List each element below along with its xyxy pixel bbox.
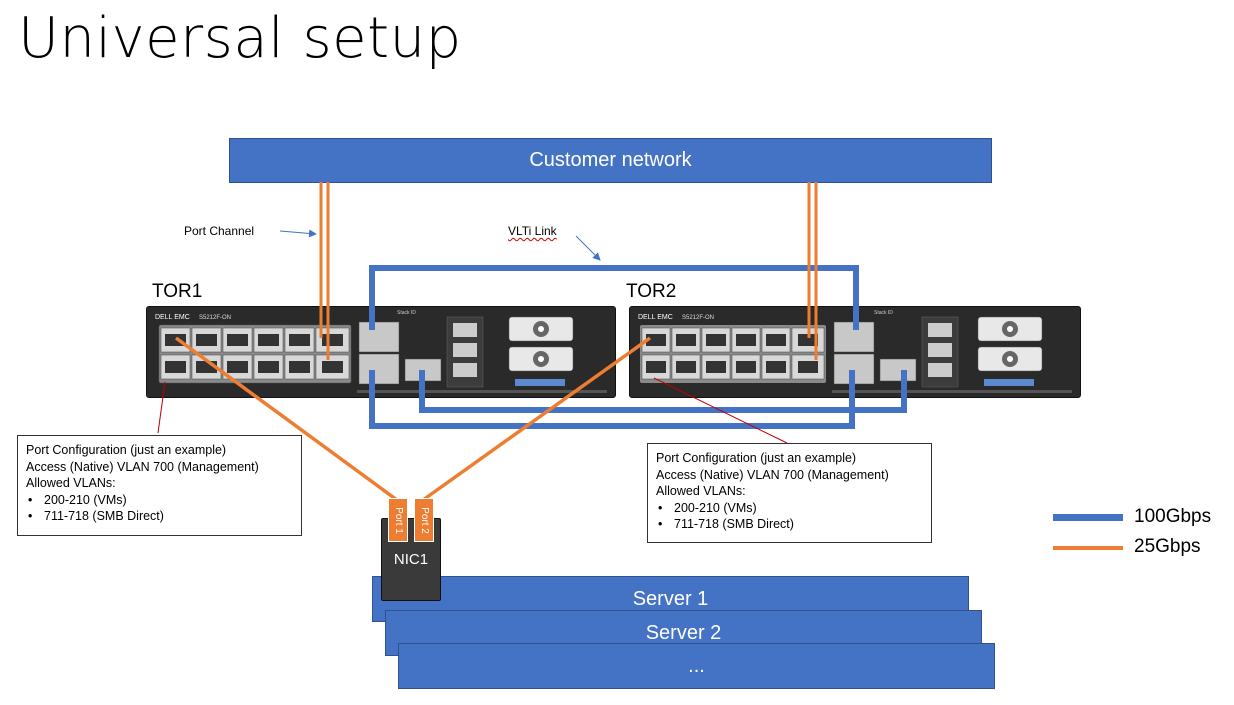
server-link-tor1 — [174, 336, 399, 502]
port-channel-arrow — [279, 229, 317, 238]
list-item: 200-210 (VMs) — [28, 492, 293, 509]
port-config-heading: Port Configuration (just an example) — [26, 443, 227, 457]
nic-port-1: Port 1 — [388, 498, 408, 542]
legend-25g-swatch — [1053, 546, 1123, 550]
legend-25g-label: 25Gbps — [1134, 536, 1201, 557]
list-item: 200-210 (VMs) — [658, 500, 923, 517]
port-config-allowed-label: Allowed VLANs: — [656, 484, 746, 498]
tor1-stack-id: Stack ID — [397, 310, 416, 316]
nic1-label: NIC1 — [393, 551, 429, 568]
port-config-allowed-label: Allowed VLANs: — [26, 476, 116, 490]
server-link-tor2 — [421, 336, 652, 502]
tor2-model: S5212F-ON — [682, 315, 714, 321]
callout-line-left — [157, 381, 166, 434]
tor1-brand: DELL EMC — [155, 314, 190, 321]
nic-port-2: Port 2 — [414, 498, 434, 542]
vlti-link-inner — [419, 370, 907, 413]
legend-100g-label: 100Gbps — [1134, 506, 1212, 527]
list-item: 711-718 (SMB Direct) — [28, 508, 293, 525]
port-config-box-left: Port Configuration (just an example) Acc… — [17, 435, 302, 536]
server-more-box: ... — [398, 643, 995, 689]
vlti-arrow — [575, 235, 601, 261]
tor2-brand: DELL EMC — [638, 314, 673, 321]
tor1-switch: DELL EMC S5212F-ON Stack ID — [146, 306, 616, 398]
port-config-box-right: Port Configuration (just an example) Acc… — [647, 443, 932, 543]
port-channel-label: Port Channel — [184, 224, 255, 238]
tor2-label: TOR2 — [626, 281, 677, 302]
vlti-link-label: VLTi Link — [508, 224, 557, 238]
tor2-stack-id: Stack ID — [874, 310, 893, 316]
customer-network-box: Customer network — [229, 138, 992, 183]
port-config-heading: Port Configuration (just an example) — [656, 451, 857, 465]
tor1-switch-faceplate: DELL EMC S5212F-ON Stack ID — [155, 310, 607, 393]
callout-line-right — [653, 377, 788, 444]
tor1-model: S5212F-ON — [199, 315, 231, 321]
vlti-link-top — [369, 265, 859, 330]
port-config-access-vlan: Access (Native) VLAN 700 (Management) — [656, 467, 889, 482]
nic-port-1-label: Port 1 — [392, 506, 404, 534]
tor1-label: TOR1 — [152, 281, 203, 302]
port-config-access-vlan: Access (Native) VLAN 700 (Management) — [26, 459, 259, 474]
legend-100g-swatch — [1053, 514, 1123, 521]
list-item: 711-718 (SMB Direct) — [658, 516, 923, 533]
nic-port-2-label: Port 2 — [418, 506, 430, 534]
vlti-link-bottom — [369, 370, 855, 429]
page-title: Universal setup — [18, 6, 462, 71]
